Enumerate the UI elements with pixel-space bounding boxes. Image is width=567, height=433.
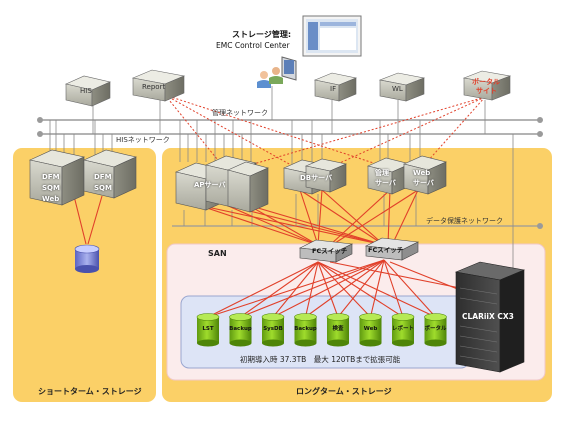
short-b-line1: DFM — [94, 173, 112, 181]
short-a-line3: Web — [42, 195, 60, 203]
ap-server-stack[interactable] — [175, 155, 269, 213]
server-report[interactable] — [131, 69, 186, 102]
short-term-server-b[interactable] — [83, 149, 137, 199]
fc-switch-2[interactable] — [364, 237, 420, 261]
management-network-label: 管理ネットワーク — [212, 109, 268, 117]
db-server[interactable] — [283, 158, 347, 195]
short-a-line1: DFM — [42, 173, 60, 181]
switch-volume-link — [272, 259, 385, 318]
volume-label: SysDB — [263, 326, 283, 332]
volume-label: ポータル — [424, 326, 447, 332]
management-title: ストレージ管理: — [232, 30, 292, 39]
management-subtitle: EMC Control Center — [216, 41, 290, 50]
short-b-line2: SQM — [94, 184, 112, 192]
ap-server-label: APサーバ — [194, 181, 226, 189]
db-server-label: DBサーバ — [300, 174, 333, 182]
switch-volume-link — [383, 259, 404, 318]
dotted-links — [164, 94, 486, 173]
long-term-zone-label: ロングターム・ストレージ — [296, 387, 392, 396]
server-if[interactable] — [313, 72, 358, 102]
switch-volume-link — [272, 261, 319, 318]
volume-cylinder[interactable] — [261, 313, 285, 347]
server-wl-label: WL — [392, 85, 403, 93]
switch-volume-link — [207, 261, 319, 318]
volume-cylinder[interactable] — [294, 313, 317, 347]
volume-label: 検査 — [332, 326, 344, 332]
server-site-label: サイト — [476, 87, 497, 95]
server-report-label: Report — [142, 83, 166, 91]
short-a-line2: SQM — [42, 184, 60, 192]
fc-switch-1-label: FCスイッチ — [312, 247, 348, 255]
server-his-label: HIS — [80, 87, 92, 95]
volume-cylinder[interactable] — [196, 313, 220, 347]
storage-name-label: CLARiiX CX3 — [462, 312, 514, 321]
volume-label: Backup — [294, 326, 317, 332]
switch-volume-link — [317, 261, 404, 318]
web-server-line1: Web — [413, 169, 431, 177]
server-his[interactable] — [65, 75, 111, 107]
server-if-label: IF — [330, 85, 337, 93]
volume-cylinders — [196, 313, 447, 347]
server-portal-site[interactable] — [462, 70, 512, 101]
volume-cylinder[interactable] — [359, 313, 382, 347]
switch-volume-link — [317, 261, 436, 318]
server-portal-label: ポータル — [472, 78, 500, 86]
switch-volume-link — [305, 259, 385, 318]
switch-to-volume-links — [207, 259, 436, 318]
storage-rack[interactable] — [454, 261, 526, 373]
volume-cylinder[interactable] — [391, 313, 415, 347]
short-term-server-a[interactable] — [29, 149, 85, 206]
web-server-line2: サーバ — [413, 179, 434, 187]
switch-volume-link — [383, 259, 436, 318]
server-wl[interactable] — [378, 72, 426, 102]
mgmt-server-line1: 管理 — [375, 169, 389, 177]
volume-label: LST — [202, 326, 214, 332]
network-lines — [37, 117, 543, 229]
data-protection-network-label: データ保護ネットワーク — [426, 217, 503, 225]
volume-cylinder[interactable] — [424, 313, 447, 347]
his-network-label: HISネットワーク — [116, 136, 170, 144]
volume-cylinder[interactable] — [326, 313, 350, 347]
san-links — [73, 189, 471, 295]
switch-volume-link — [317, 261, 371, 318]
volume-label: Web — [363, 326, 378, 332]
volume-label: Backup — [229, 326, 252, 332]
fc-switch-2-label: FCスイッチ — [368, 246, 404, 254]
volume-label: レポート — [391, 326, 414, 332]
short-term-disk — [74, 244, 100, 273]
switch-volume-link — [337, 259, 385, 318]
switch-volume-link — [304, 261, 319, 318]
san-label: SAN — [208, 249, 227, 258]
volume-cylinder[interactable] — [229, 313, 252, 347]
switch-volume-link — [369, 259, 385, 318]
web-server[interactable] — [403, 155, 447, 195]
fc-switch-1[interactable] — [298, 239, 354, 263]
short-term-zone — [13, 148, 156, 402]
switch-volume-link — [317, 261, 339, 318]
switch-volume-link — [240, 261, 319, 318]
management-console[interactable] — [257, 15, 362, 88]
short-term-zone-label: ショートターム・ストレージ — [38, 387, 142, 396]
capacity-note: 初期導入時 37.3TB 最大 120TBまで拡張可能 — [240, 355, 401, 364]
mgmt-server-line2: サーバ — [375, 179, 396, 187]
